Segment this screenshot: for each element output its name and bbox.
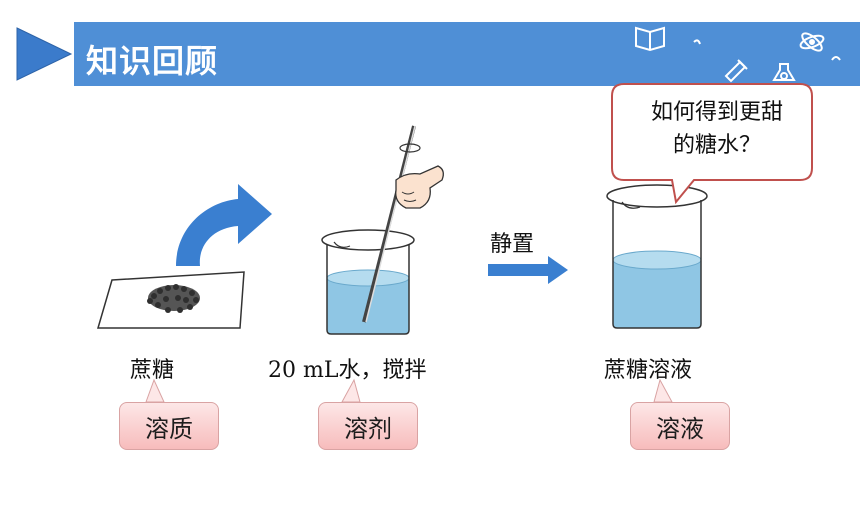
test-tube-icon — [724, 59, 748, 83]
solvent-tag: 溶剂 — [318, 402, 418, 450]
tag-pointer — [341, 378, 361, 403]
callout-question: 如何得到更甜 的糖水？ — [622, 96, 812, 162]
solution-tag: 溶液 — [630, 402, 730, 450]
solute-tag: 溶质 — [119, 402, 219, 450]
curved-arrow-icon — [176, 184, 272, 266]
page-title: 知识回顾 — [86, 42, 219, 80]
beaker-stirring-image — [321, 125, 444, 335]
tag-pointer — [653, 378, 673, 403]
solute-label: 蔗糖 — [130, 358, 175, 383]
atom-icon — [799, 32, 825, 52]
book-icon — [635, 26, 665, 52]
flask-icon — [772, 63, 796, 81]
callout-line-2: 的糖水？ — [672, 133, 761, 158]
doodle-decoration — [635, 26, 841, 83]
solvent-label: 20 mL水，搅拌 — [268, 358, 427, 383]
solution-beaker-image — [606, 184, 708, 329]
header-banner — [74, 22, 860, 86]
speech-bubble — [611, 83, 813, 205]
sugar-on-paper-image — [97, 271, 245, 329]
solution-label: 蔗糖溶液 — [604, 358, 693, 383]
right-arrow-icon — [488, 256, 568, 284]
squiggle-icon — [831, 56, 841, 61]
callout-line-1: 如何得到更甜 — [650, 100, 783, 125]
play-triangle-icon — [16, 27, 73, 81]
tag-pointer — [145, 378, 165, 403]
squiggle-icon — [693, 39, 701, 45]
settle-label: 静置 — [490, 232, 535, 257]
